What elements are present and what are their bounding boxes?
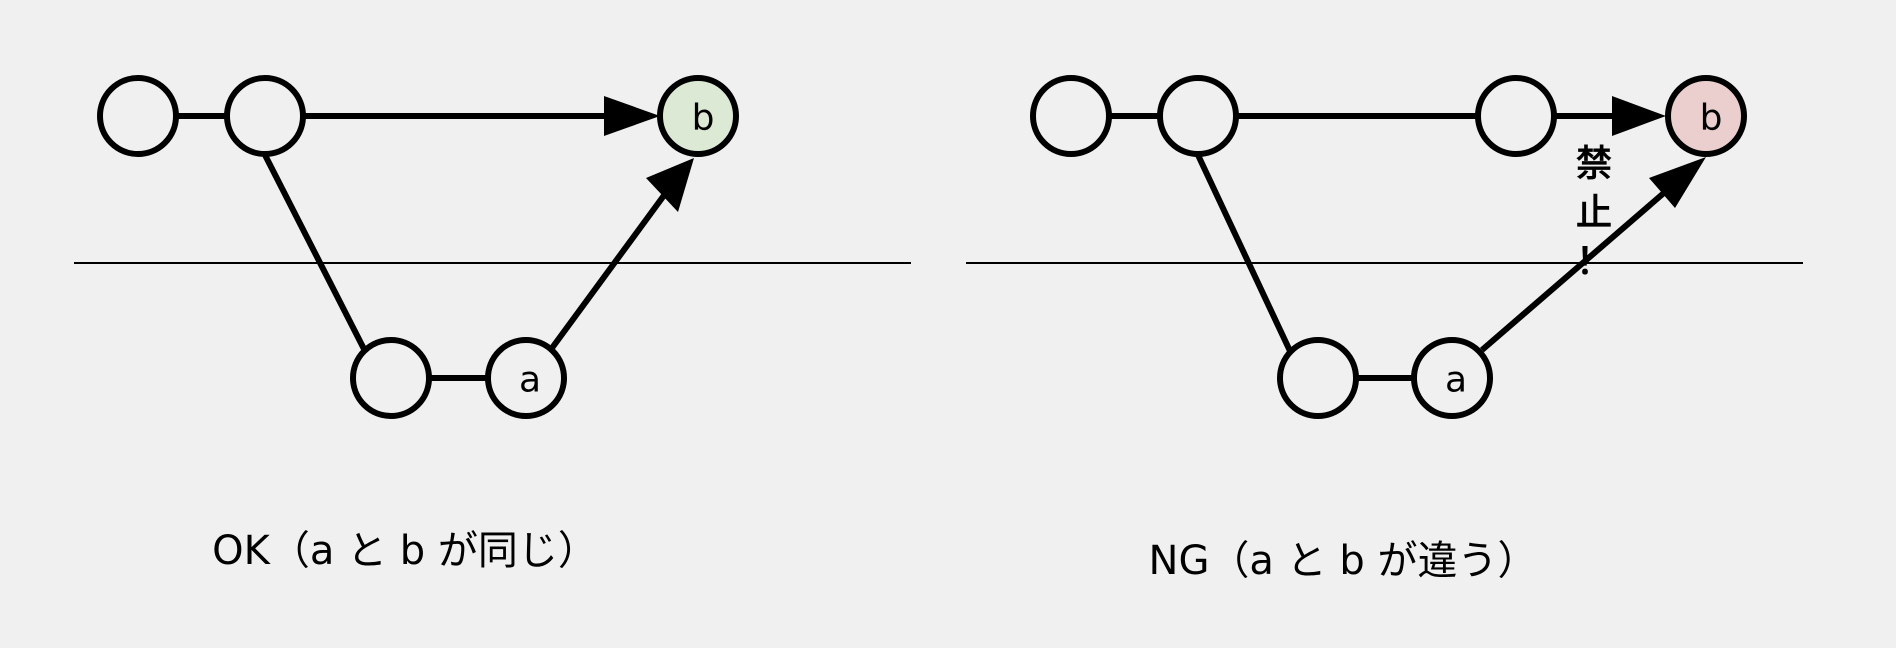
ok-panel: b a OK（a と b が同じ）: [74, 75, 911, 574]
ok-edge-n2-n3: [262, 153, 368, 353]
ng-panel: b a 禁 止 ！ NG（a と b が違う）: [966, 75, 1803, 584]
ng-node-4: [1277, 337, 1359, 419]
ok-node-a: [485, 337, 567, 419]
ng-arrowhead-top: [1612, 96, 1666, 136]
ok-node-3: [350, 337, 432, 419]
ng-warning-char-2: 止: [1576, 193, 1612, 234]
ng-caption: NG（a と b が違う）: [1149, 538, 1538, 584]
ok-node-1: [97, 75, 179, 157]
ng-node-b-label: b: [1700, 98, 1723, 139]
ok-node-a-label: a: [519, 360, 541, 401]
ok-node-b-label: b: [692, 98, 715, 139]
ng-node-3: [1475, 75, 1557, 157]
ng-node-b: [1665, 75, 1747, 157]
ng-node-1: [1030, 75, 1112, 157]
ng-edge-a-b: [1480, 189, 1667, 353]
ok-node-2: [224, 75, 306, 157]
ng-node-2: [1157, 75, 1239, 157]
ng-warning-char-1: 禁: [1576, 144, 1612, 185]
ng-node-a-label: a: [1445, 360, 1467, 401]
ng-node-a: [1411, 337, 1493, 419]
ng-arrowhead-diagonal: [1649, 157, 1706, 208]
ok-arrowhead-top: [604, 96, 660, 136]
ng-warning-char-3: ！: [1576, 242, 1612, 283]
ng-edge-n2-n4: [1195, 153, 1293, 353]
ok-edge-a-b: [549, 192, 668, 350]
ok-caption: OK（a と b が同じ）: [212, 528, 598, 574]
ok-arrowhead-diagonal: [646, 158, 694, 212]
ok-node-b: [657, 75, 739, 157]
